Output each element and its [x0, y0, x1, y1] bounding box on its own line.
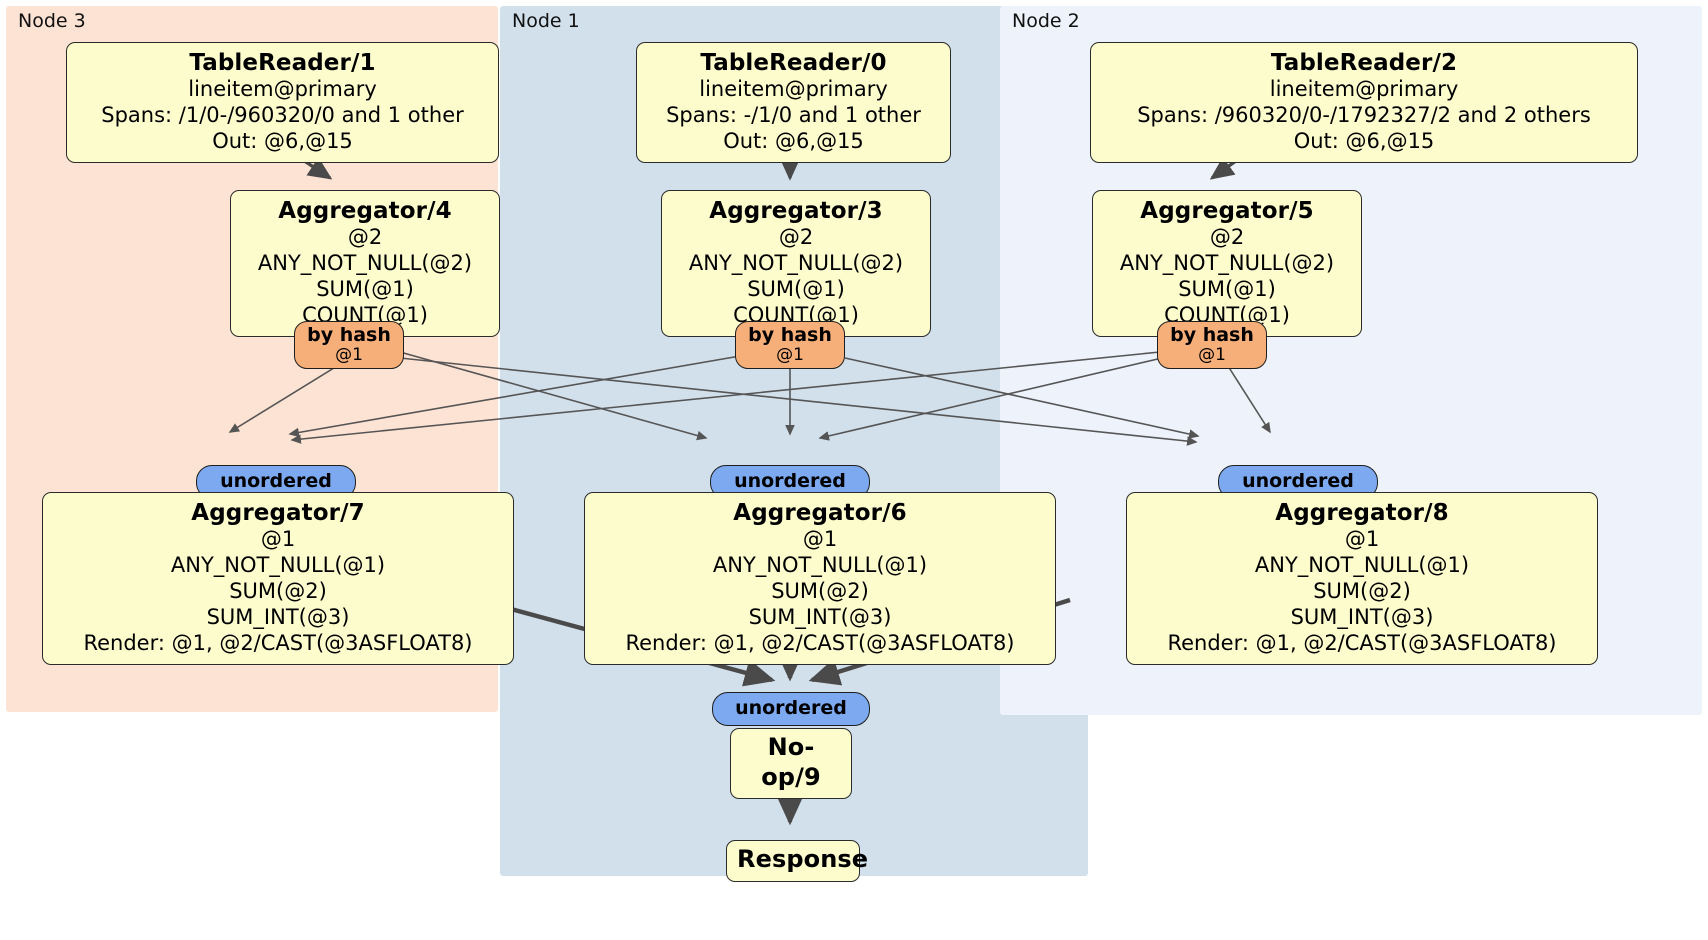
processor-line: Out: @6,@15	[1293, 129, 1435, 154]
processor-line: Out: @6,@15	[723, 129, 864, 154]
processor-line: @1	[802, 527, 838, 552]
processor-title: TableReader/0	[700, 50, 887, 76]
router-label: by hash	[307, 324, 391, 346]
router-label: by hash	[1170, 324, 1254, 346]
processor-line: SUM(@2)	[1313, 579, 1411, 604]
synchronizer-label: unordered	[735, 697, 847, 719]
processor-line: SUM_INT(@3)	[1290, 605, 1434, 630]
router-column: @1	[776, 345, 804, 366]
processor-line: Spans: /960320/0-/1792327/2 and 2 others	[1137, 103, 1591, 128]
processor-line: Spans: -/1/0 and 1 other	[666, 103, 921, 128]
router-column: @1	[335, 345, 363, 366]
processor-title: Aggregator/4	[278, 198, 452, 224]
processor-render-line: Render: @1, @2/CAST(@3ASFLOAT8)	[83, 631, 473, 656]
processor-aggregator-6[interactable]: Aggregator/6 @1 ANY_NOT_NULL(@1) SUM(@2)…	[584, 492, 1056, 665]
processor-line: ANY_NOT_NULL(@1)	[1254, 553, 1470, 578]
processor-title: TableReader/1	[189, 50, 376, 76]
processor-response[interactable]: Response	[726, 840, 869, 882]
processor-line: SUM(@1)	[316, 277, 414, 302]
processor-title: Aggregator/6	[733, 500, 907, 526]
processor-title: No-op/9	[761, 733, 821, 791]
processor-line: @2	[347, 225, 383, 250]
processor-line: ANY_NOT_NULL(@2)	[688, 251, 904, 276]
processor-line: ANY_NOT_NULL(@2)	[1119, 251, 1335, 276]
processor-line: lineitem@primary	[188, 77, 377, 102]
processor-line: Out: @6,@15	[212, 129, 353, 154]
node-label-node3: Node 3	[18, 10, 86, 32]
processor-aggregator-7[interactable]: Aggregator/7 @1 ANY_NOT_NULL(@1) SUM(@2)…	[42, 492, 514, 665]
router-by-hash-mid[interactable]: by hash @1	[735, 321, 845, 369]
processor-table-reader-1[interactable]: TableReader/1 lineitem@primary Spans: /1…	[66, 42, 499, 164]
processor-line: @2	[778, 225, 814, 250]
processor-aggregator-8[interactable]: Aggregator/8 @1 ANY_NOT_NULL(@1) SUM(@2)…	[1126, 492, 1598, 665]
processor-line: SUM(@1)	[1178, 277, 1276, 302]
processor-line: @2	[1209, 225, 1245, 250]
processor-line: SUM(@1)	[747, 277, 845, 302]
node-label-node2: Node 2	[1012, 10, 1080, 32]
processor-line: ANY_NOT_NULL(@1)	[170, 553, 386, 578]
processor-line: lineitem@primary	[699, 77, 888, 102]
processor-line: SUM_INT(@3)	[748, 605, 892, 630]
processor-title: Aggregator/7	[191, 500, 365, 526]
processor-aggregator-3[interactable]: Aggregator/3 @2 ANY_NOT_NULL(@2) SUM(@1)…	[661, 190, 931, 338]
processor-render-line: Render: @1, @2/CAST(@3ASFLOAT8)	[625, 631, 1015, 656]
processor-title: Response	[737, 845, 869, 873]
processor-aggregator-4[interactable]: Aggregator/4 @2 ANY_NOT_NULL(@2) SUM(@1)…	[230, 190, 500, 338]
processor-line: SUM_INT(@3)	[206, 605, 350, 630]
synchronizer-label: unordered	[220, 470, 332, 492]
processor-render-line: Render: @1, @2/CAST(@3ASFLOAT8)	[1167, 631, 1557, 656]
node-label-node1: Node 1	[512, 10, 580, 32]
processor-title: Aggregator/3	[709, 198, 883, 224]
processor-line: SUM(@2)	[771, 579, 869, 604]
processor-table-reader-0[interactable]: TableReader/0 lineitem@primary Spans: -/…	[636, 42, 951, 164]
processor-title: Aggregator/5	[1140, 198, 1314, 224]
processor-line: SUM(@2)	[229, 579, 327, 604]
processor-line: lineitem@primary	[1269, 77, 1459, 102]
synchronizer-unordered-final[interactable]: unordered	[712, 692, 870, 726]
synchronizer-label: unordered	[1242, 470, 1354, 492]
processor-title: Aggregator/8	[1275, 500, 1449, 526]
processor-noop-9[interactable]: No-op/9	[730, 728, 852, 800]
processor-aggregator-5[interactable]: Aggregator/5 @2 ANY_NOT_NULL(@2) SUM(@1)…	[1092, 190, 1362, 338]
router-by-hash-left[interactable]: by hash @1	[294, 321, 404, 369]
processor-title: TableReader/2	[1270, 50, 1458, 76]
synchronizer-label: unordered	[734, 470, 846, 492]
processor-line: ANY_NOT_NULL(@1)	[712, 553, 928, 578]
router-column: @1	[1198, 345, 1226, 366]
processor-line: Spans: /1/0-/960320/0 and 1 other	[101, 103, 464, 128]
processor-line: ANY_NOT_NULL(@2)	[257, 251, 473, 276]
processor-line: @1	[1344, 527, 1380, 552]
processor-table-reader-2[interactable]: TableReader/2 lineitem@primary Spans: /9…	[1090, 42, 1638, 164]
router-by-hash-right[interactable]: by hash @1	[1157, 321, 1267, 369]
router-label: by hash	[748, 324, 832, 346]
processor-line: @1	[260, 527, 296, 552]
